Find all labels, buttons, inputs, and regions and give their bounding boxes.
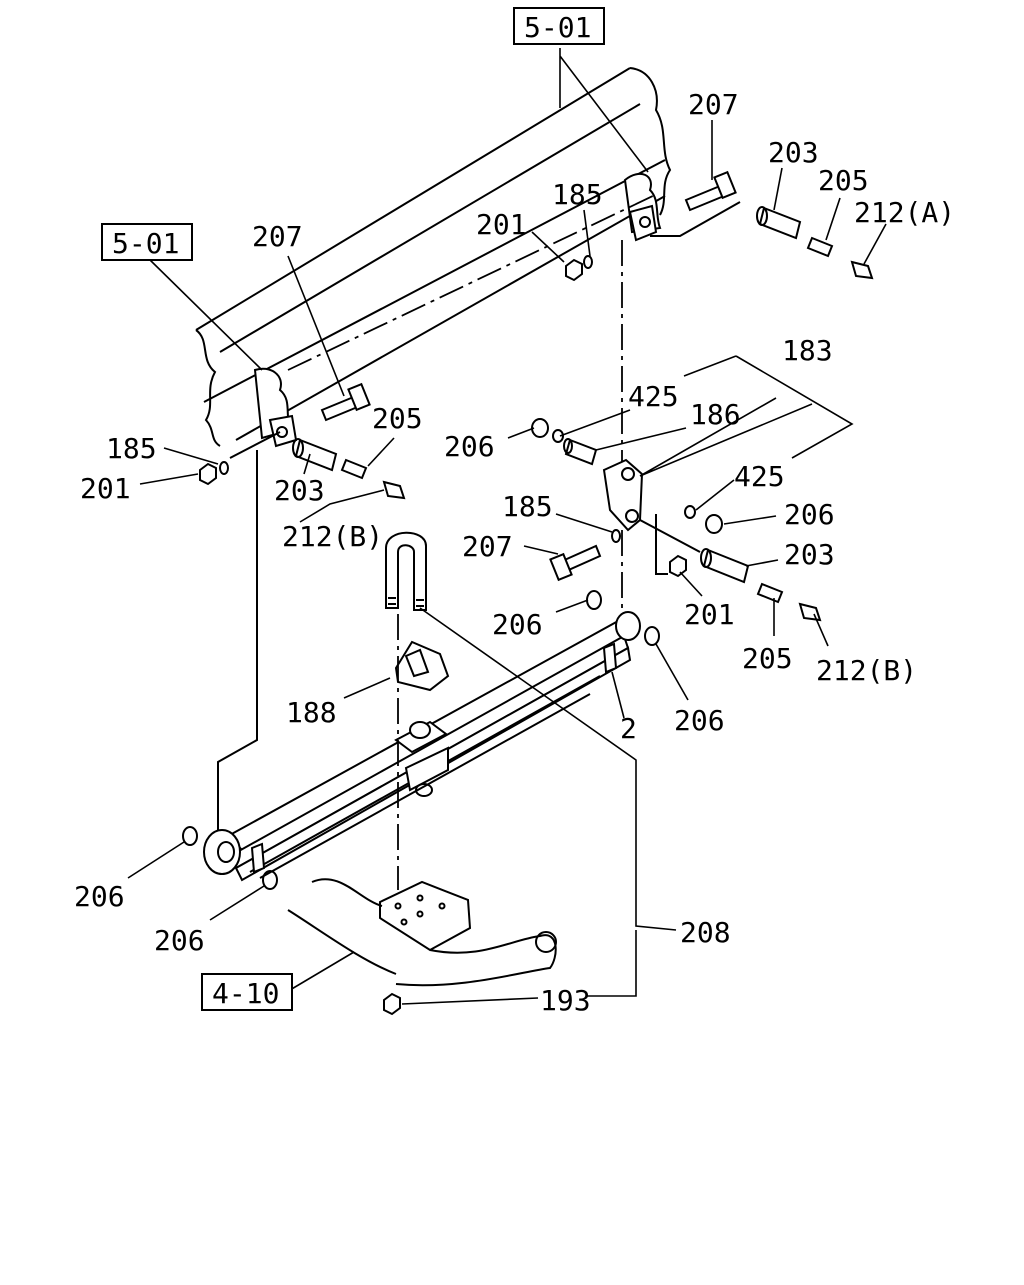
label-201-right: 201	[684, 598, 735, 631]
shackle-assembly	[531, 418, 822, 622]
label-212a: 212(A)	[854, 196, 955, 229]
label-205-left: 205	[372, 402, 423, 435]
label-206-a: 206	[444, 430, 495, 463]
label-207-top: 207	[688, 88, 739, 121]
bumper-stopper	[394, 614, 450, 890]
u-bolt	[385, 531, 427, 611]
ref-box-frame-left: 5-01	[101, 223, 193, 261]
label-207-left: 207	[252, 220, 303, 253]
label-205-right: 205	[742, 642, 793, 675]
ref-box-axle: 4-10	[201, 973, 293, 1011]
ref-axle: 4-10	[212, 977, 279, 1010]
ref-frame-left: 5-01	[112, 227, 179, 260]
label-201-left: 201	[80, 472, 131, 505]
leaf-spring	[203, 611, 641, 882]
label-2: 2	[620, 712, 637, 745]
label-188: 188	[286, 696, 337, 729]
frame-rail	[195, 67, 672, 447]
axle-seat	[287, 878, 557, 1016]
label-208: 208	[680, 916, 731, 949]
label-183: 183	[782, 334, 833, 367]
label-206-e: 206	[74, 880, 125, 913]
ref-frame-top: 5-01	[524, 11, 591, 44]
label-206-c: 206	[492, 608, 543, 641]
label-212b-left: 212(B)	[282, 520, 383, 553]
label-203-right: 203	[784, 538, 835, 571]
front-hanger	[199, 382, 406, 836]
leader-lines	[127, 48, 887, 1005]
label-425-b: 425	[734, 460, 785, 493]
label-205-top: 205	[818, 164, 869, 197]
label-185-mid: 185	[502, 490, 553, 523]
label-203-left: 203	[274, 474, 325, 507]
label-206-b: 206	[784, 498, 835, 531]
label-193: 193	[540, 984, 591, 1017]
label-206-f: 206	[154, 924, 205, 957]
part-labels: 207 203 205 212(A) 185 201 207 183 425 1…	[74, 88, 955, 1017]
label-212b-right: 212(B)	[816, 654, 917, 687]
label-206-d: 206	[674, 704, 725, 737]
label-207-mid: 207	[462, 530, 513, 563]
rear-hanger	[565, 170, 874, 470]
label-425-a: 425	[628, 380, 679, 413]
ref-box-frame-top: 5-01	[513, 7, 605, 45]
label-203-top: 203	[768, 136, 819, 169]
label-185-left: 185	[106, 432, 157, 465]
label-186: 186	[690, 398, 741, 431]
label-201-top: 201	[476, 208, 527, 241]
label-185-top: 185	[552, 178, 603, 211]
